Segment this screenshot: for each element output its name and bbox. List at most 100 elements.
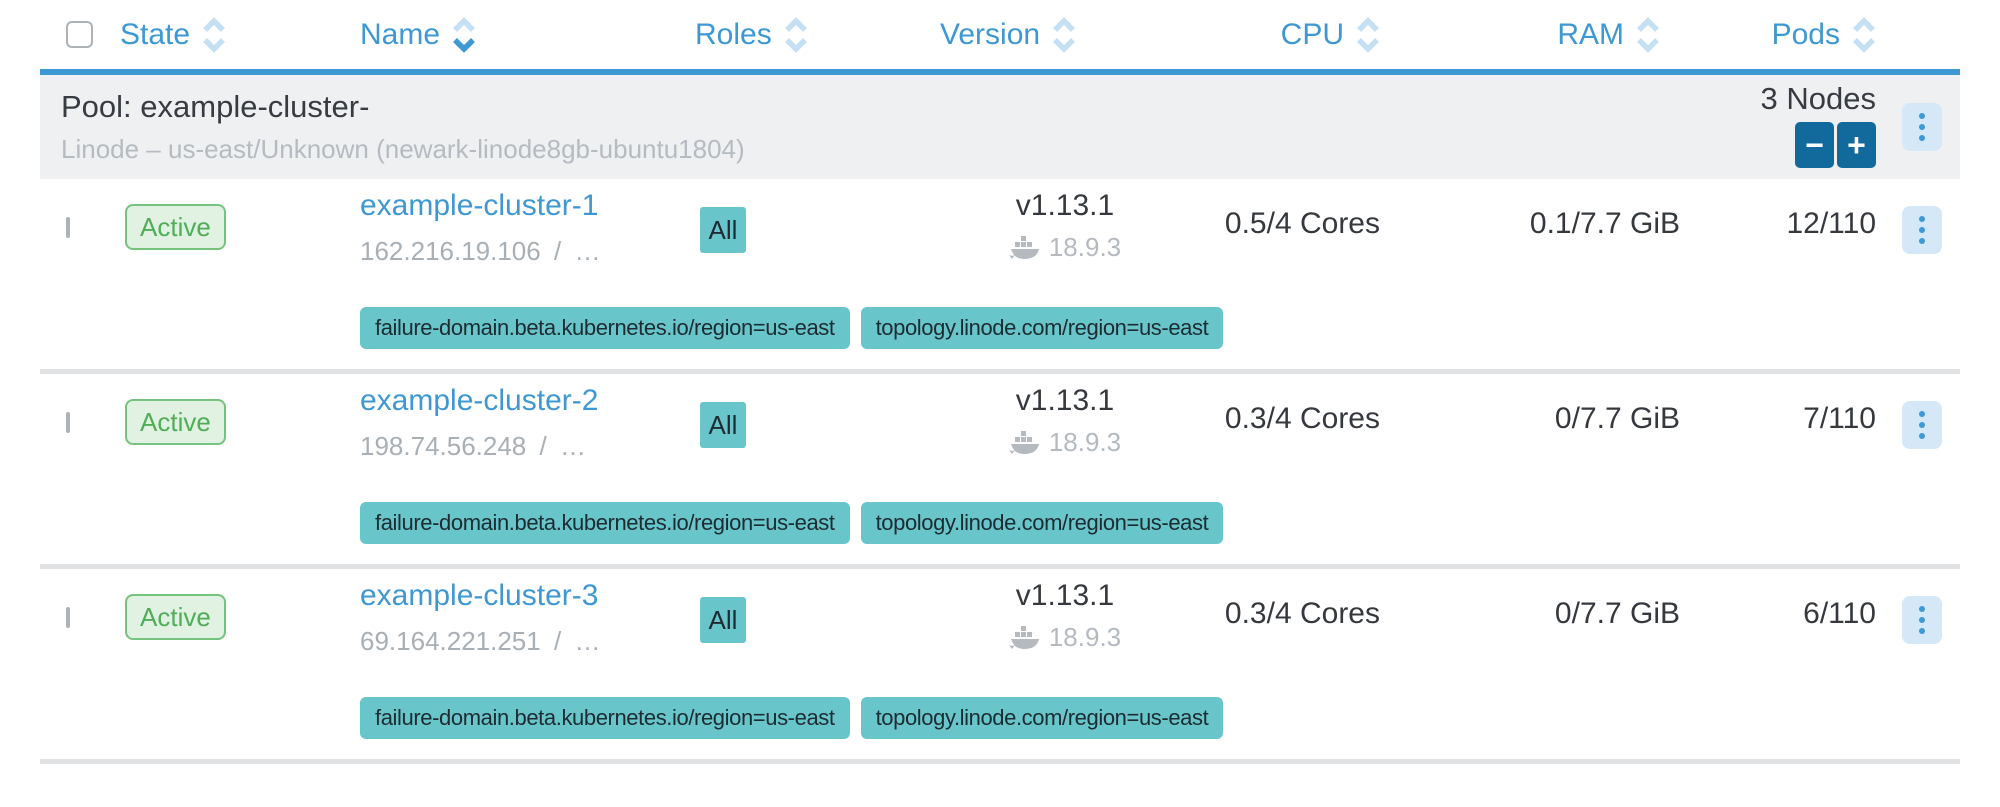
roles-cell: All — [695, 569, 935, 643]
address-ellipsis: … — [574, 236, 601, 266]
sort-icon[interactable] — [784, 16, 808, 54]
docker-whale-icon — [1008, 430, 1039, 454]
sort-icon[interactable] — [1636, 16, 1660, 54]
table-header: State Name Roles Version CPU RAM Pods — [40, 0, 1960, 75]
label-tag: topology.linode.com/region=us-east — [860, 697, 1224, 739]
docker-version-line: 18.9.3 — [1008, 622, 1122, 653]
roles-cell: All — [695, 374, 935, 448]
scale-buttons: − + — [1795, 122, 1876, 168]
pool-title: Pool: example-cluster- — [61, 89, 370, 124]
name-cell: example-cluster-2 198.74.56.248 / … — [360, 374, 695, 462]
pool-actions-cell — [1876, 75, 1960, 179]
node-name-link[interactable]: example-cluster-2 — [360, 384, 599, 417]
name-cell: example-cluster-1 162.216.19.106 / … — [360, 179, 695, 267]
select-all-checkbox[interactable] — [66, 21, 93, 48]
pods-cell: 12/110 — [1786, 207, 1876, 240]
column-label: CPU — [1280, 17, 1344, 51]
column-label: Roles — [695, 17, 772, 51]
node-address: 198.74.56.248 / … — [360, 431, 695, 462]
docker-version: 18.9.3 — [1048, 427, 1122, 457]
row-actions-cell — [1876, 374, 1960, 449]
node-count: 3 Nodes — [1760, 81, 1876, 116]
column-header-version[interactable]: Version — [935, 16, 1195, 54]
label-tag: failure-domain.beta.kubernetes.io/region… — [360, 697, 850, 739]
node-ip: 162.216.19.106 — [360, 236, 541, 266]
column-label: RAM — [1557, 17, 1624, 51]
address-ellipsis: … — [559, 431, 586, 461]
column-label: Name — [360, 17, 441, 51]
row-checkbox[interactable] — [66, 217, 70, 238]
docker-version: 18.9.3 — [1048, 622, 1122, 652]
node-name-link[interactable]: example-cluster-3 — [360, 579, 599, 612]
status-badge: Active — [125, 594, 226, 640]
role-badge: All — [700, 597, 746, 643]
column-header-state[interactable]: State — [100, 16, 360, 54]
sort-icon[interactable] — [1052, 16, 1076, 54]
cpu-cell: 0.3/4 Cores — [1224, 402, 1380, 435]
row-checkbox-cell — [40, 179, 100, 238]
kubernetes-version: v1.13.1 — [1015, 579, 1115, 612]
address-separator: / — [553, 236, 562, 266]
sort-icon[interactable] — [1852, 16, 1876, 54]
kebab-menu-icon[interactable] — [1902, 596, 1942, 644]
address-separator: / — [539, 431, 547, 461]
status-badge: Active — [125, 204, 226, 250]
name-cell: example-cluster-3 69.164.221.251 / … — [360, 569, 695, 657]
role-badge: All — [700, 207, 746, 253]
role-badge: All — [700, 402, 746, 448]
row-actions-cell — [1876, 569, 1960, 644]
column-label: State — [120, 17, 191, 51]
ram-cell: 0/7.7 GiB — [1554, 402, 1680, 435]
select-all-cell — [40, 21, 100, 48]
node-name-link[interactable]: example-cluster-1 — [360, 189, 599, 222]
sort-icon[interactable] — [1356, 16, 1380, 54]
row-checkbox-cell — [40, 569, 100, 628]
version-cell: v1.13.1 18.9.3 — [935, 374, 1195, 461]
roles-cell: All — [695, 179, 935, 253]
status-badge: Active — [125, 399, 226, 445]
kebab-menu-icon[interactable] — [1902, 103, 1942, 151]
row-checkbox[interactable] — [66, 607, 70, 628]
version-cell: v1.13.1 18.9.3 — [935, 179, 1195, 266]
table-row: Active example-cluster-1 162.216.19.106 … — [40, 179, 1960, 374]
sort-icon[interactable] — [452, 16, 476, 54]
pool-group-row: Pool: example-cluster- Linode – us-east/… — [40, 75, 1960, 179]
label-tag: failure-domain.beta.kubernetes.io/region… — [360, 502, 850, 544]
kebab-menu-icon[interactable] — [1902, 206, 1942, 254]
address-ellipsis: … — [574, 626, 601, 656]
sort-icon[interactable] — [202, 16, 226, 54]
column-header-cpu[interactable]: CPU — [1195, 16, 1380, 54]
table-row: Active example-cluster-2 198.74.56.248 /… — [40, 374, 1960, 569]
row-checkbox[interactable] — [66, 412, 70, 433]
pods-cell: 6/110 — [1803, 597, 1876, 630]
state-cell: Active — [100, 374, 360, 445]
docker-whale-icon — [1008, 235, 1039, 259]
docker-version-line: 18.9.3 — [1008, 427, 1122, 458]
node-pool-table: State Name Roles Version CPU RAM Pods — [40, 0, 1960, 764]
column-header-name[interactable]: Name — [360, 16, 695, 54]
state-cell: Active — [100, 179, 360, 250]
kebab-menu-icon[interactable] — [1902, 401, 1942, 449]
table-body: Active example-cluster-1 162.216.19.106 … — [40, 179, 1960, 764]
column-label: Version — [940, 17, 1041, 51]
version-cell: v1.13.1 18.9.3 — [935, 569, 1195, 656]
column-label: Pods — [1771, 17, 1840, 51]
cpu-cell: 0.5/4 Cores — [1224, 207, 1380, 240]
node-address: 162.216.19.106 / … — [360, 236, 695, 267]
column-header-roles[interactable]: Roles — [695, 16, 935, 54]
column-header-pods[interactable]: Pods — [1680, 16, 1876, 54]
state-cell: Active — [100, 569, 360, 640]
ram-cell: 0.1/7.7 GiB — [1529, 207, 1680, 240]
pods-cell: 7/110 — [1803, 402, 1876, 435]
column-header-ram[interactable]: RAM — [1380, 16, 1680, 54]
table-row: Active example-cluster-3 69.164.221.251 … — [40, 569, 1960, 764]
node-address: 69.164.221.251 / … — [360, 626, 695, 657]
node-labels: failure-domain.beta.kubernetes.io/region… — [360, 502, 1224, 544]
label-tag: topology.linode.com/region=us-east — [860, 307, 1224, 349]
kubernetes-version: v1.13.1 — [1015, 384, 1115, 417]
row-main: Active example-cluster-1 162.216.19.106 … — [40, 179, 1960, 267]
scale-down-button[interactable]: − — [1795, 122, 1834, 168]
row-actions-cell — [1876, 179, 1960, 254]
docker-whale-icon — [1008, 625, 1039, 649]
scale-up-button[interactable]: + — [1837, 122, 1876, 168]
